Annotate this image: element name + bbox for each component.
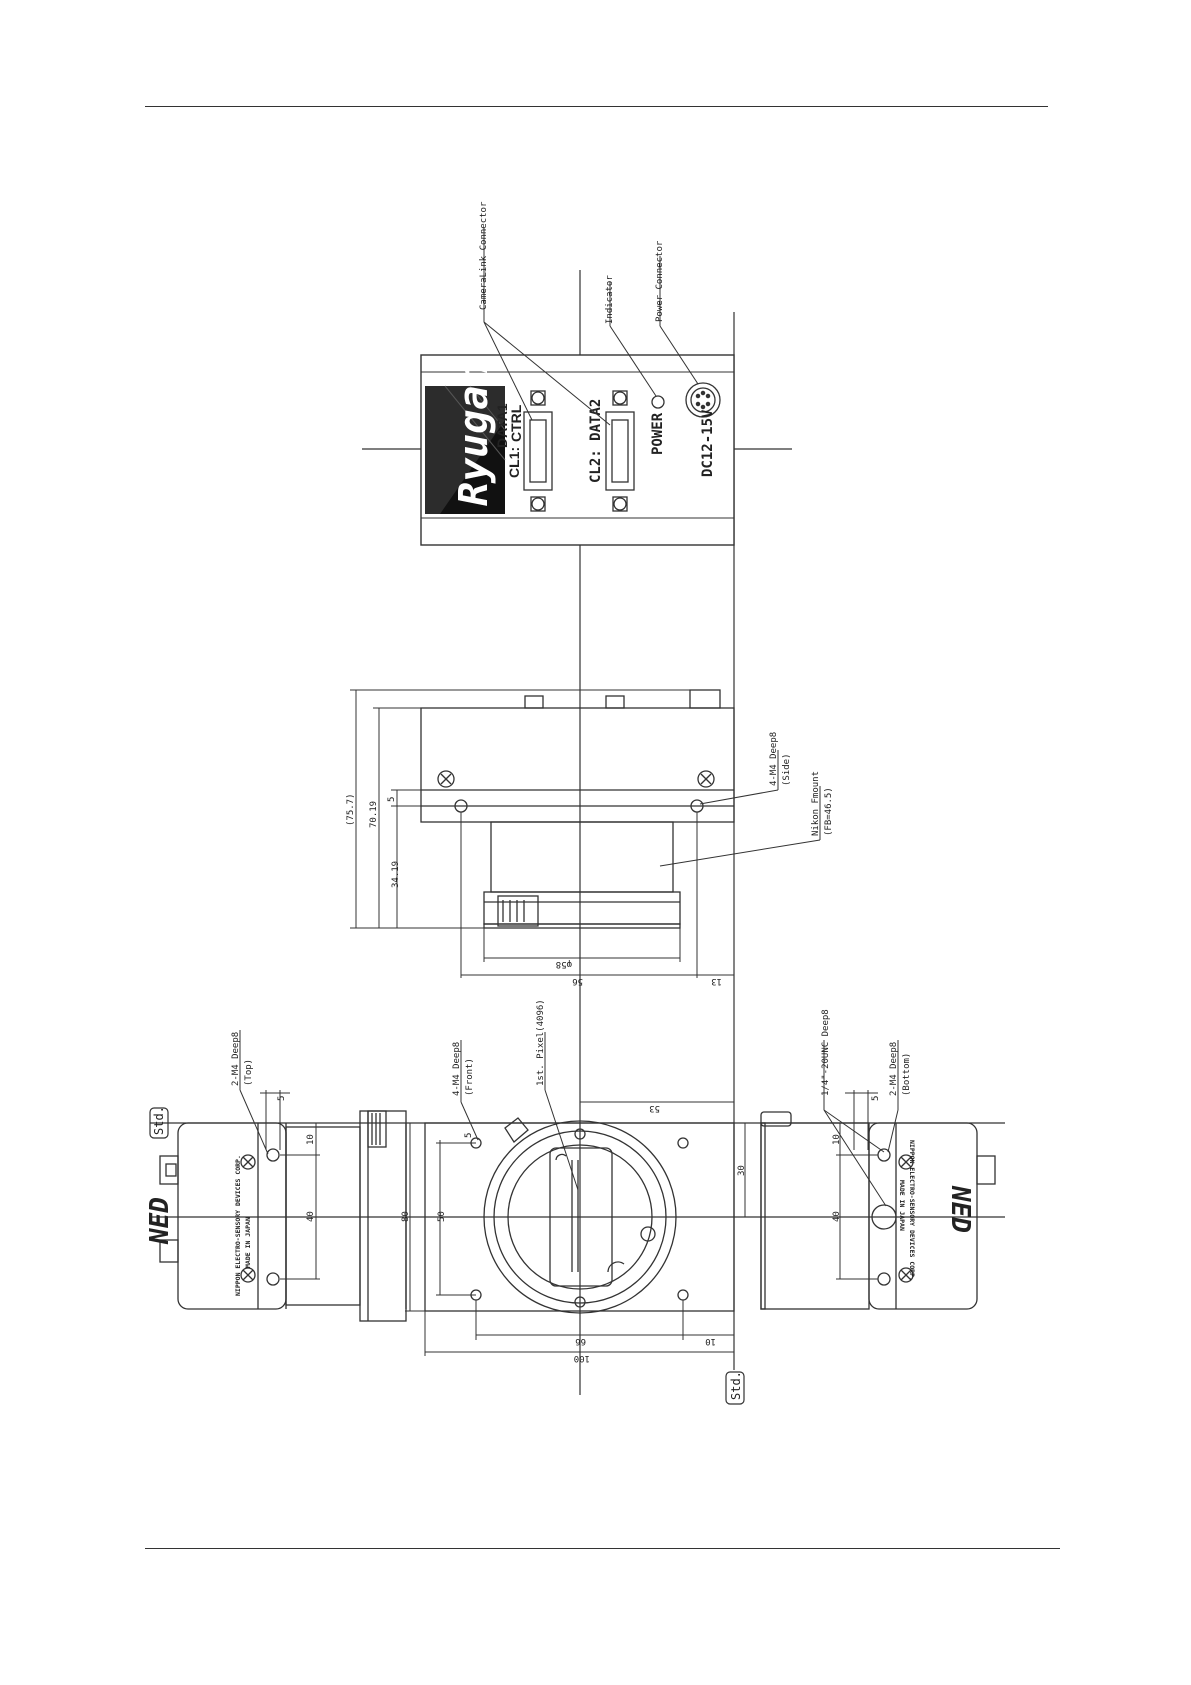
side-body-outline [420,707,735,823]
dim-66: 66 [575,1336,586,1346]
bottom-holes-sub: (Bottom) [902,1053,912,1096]
dim-5-side: 5 [387,797,397,802]
cl2-connector [605,390,635,512]
dim-10-front: 10 [705,1336,716,1346]
power-label: POWER [650,412,666,455]
cl1-connector [523,390,553,512]
dim-80: 80 [401,1211,411,1222]
std-box-bottom [725,1371,745,1405]
dim-phi58: φ58 [556,959,572,969]
top-holes-sub: (Top) [244,1059,254,1086]
dim-70-19: 70.19 [369,801,379,828]
top-body-outline [177,1122,287,1310]
made-in-label-bottom: MADE IN JAPAN [898,1180,906,1231]
top-view [159,1110,407,1322]
side-holes-callout: 4-M4 Deep8 [769,732,779,786]
std-label-top: Std. [152,1106,166,1135]
cl1-prefix-label: CL1: [506,447,522,478]
ryugan-logo-plate: Ryugan [425,362,506,514]
dc-voltage-label: DC12-15V [700,409,716,477]
dim-5-bottom: 5 [871,1096,881,1101]
indicator-callout: Indicator [605,275,615,324]
front-view-dimensions [405,1032,746,1356]
dim-5-front: 5 [464,1133,474,1138]
rear-panel-view: Ryugan CL1: DATA1 CTRL CL2: DATA2 POWER [420,354,735,546]
rear-callouts [483,228,699,426]
bottom-holes-callout: 2-M4 Deep8 [889,1042,899,1096]
nikon-mount-callout: Nikon Fmount [811,771,821,836]
std-box-top [149,1107,169,1139]
bottom-view [760,1111,996,1310]
dim-56: 56 [572,976,583,986]
dim-75-7: (75.7) [346,793,356,826]
side-dimensions [350,689,821,978]
tripod-hole [871,1204,897,1230]
dim-40-top: 40 [306,1211,316,1222]
side-holes-sub: (Side) [782,753,792,786]
first-pixel-callout: 1st. Pixel(4096) [536,999,546,1086]
dim-30: 30 [737,1165,747,1176]
dim-53: 53 [649,1103,660,1113]
dim-5-top: 5 [277,1096,287,1101]
footer-rule [145,1548,1060,1549]
dim-100: 100 [574,1353,590,1363]
dim-10-bottom: 10 [832,1134,842,1145]
cl1-data1-label: DATA1 [494,403,510,448]
cl2-label: CL2: DATA2 [588,399,604,483]
header-rule [145,106,1048,107]
tripod-callout: 1/4"-20UNC Deep8 [821,1009,831,1096]
sensor-window [549,1147,613,1287]
dim-50: 50 [437,1211,447,1222]
front-holes-callout: 4-M4 Deep8 [452,1042,462,1096]
maker-label-top: NIPPON ELECTRO-SENSORY DEVICES CORP. [234,1155,242,1296]
ned-logo-bottom: NED [945,1185,975,1233]
made-in-label-top: MADE IN JAPAN [244,1217,252,1268]
dim-40-bottom: 40 [832,1211,842,1222]
nikon-mount-sub: (FB=46.5) [824,787,834,836]
f-mount-outer-ring [483,1120,677,1314]
dim-34-19: 34.19 [391,861,401,888]
front-body-outline [424,1122,735,1312]
cl1-ctrl-label: CTRL [508,404,524,442]
dim-13: 13 [711,976,722,986]
brand-logo-text: Ryugan [451,362,497,507]
cameralink-callout: CameraLink Connector [479,201,489,310]
bottom-body-outline [868,1122,978,1310]
front-holes-sub: (Front) [465,1058,475,1096]
side-view [420,689,735,929]
power-connector-callout: Power Connector [655,240,665,322]
bottom-view-dimensions [823,1040,899,1280]
indicator-led [651,395,665,409]
power-connector [685,382,721,418]
maker-label-bottom: NIPPON ELECTRO-SENSORY DEVICES CORP. [908,1140,916,1281]
ned-logo-top: NED [145,1197,175,1245]
top-holes-callout: 2-M4 Deep8 [231,1032,241,1086]
std-label-bottom: Std. [729,1371,743,1400]
top-view-dimensions [239,1030,320,1280]
front-view [424,1117,735,1314]
dim-10-top: 10 [306,1134,316,1145]
